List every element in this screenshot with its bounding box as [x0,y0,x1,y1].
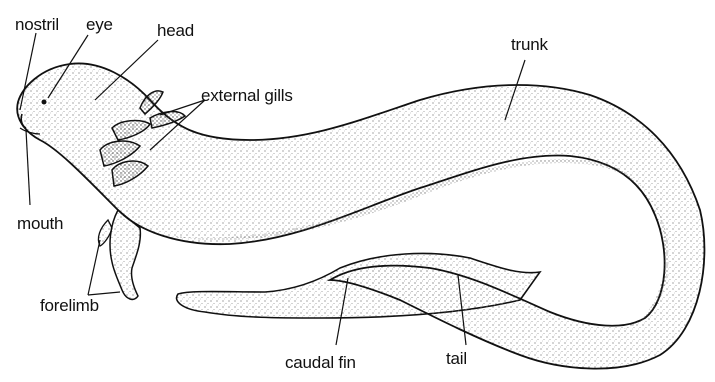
label-trunk: trunk [511,36,548,53]
label-eye: eye [86,16,113,33]
label-external-gills: external gills [201,87,293,104]
label-forelimb: forelimb [40,297,99,314]
label-nostril: nostril [15,16,59,33]
label-caudal-fin: caudal fin [285,354,356,371]
label-mouth: mouth [17,215,63,232]
eye-dot [42,100,47,105]
label-tail: tail [446,350,467,367]
label-head: head [157,22,194,39]
